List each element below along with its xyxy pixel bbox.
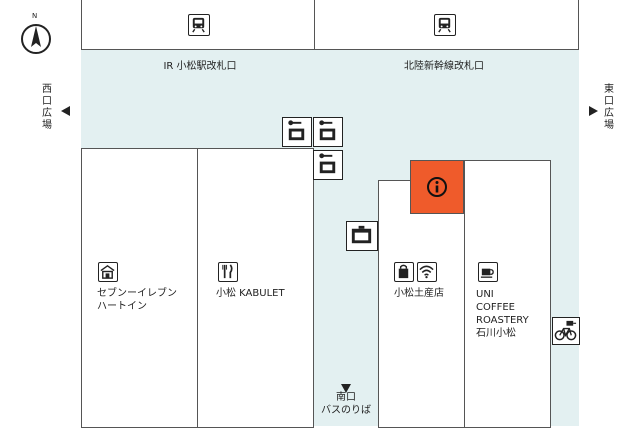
- kabulet-label: 小松 KABULET: [216, 288, 285, 299]
- west-arrow-icon: [61, 101, 70, 120]
- train-icon: [188, 14, 210, 36]
- seven-eleven-label-2: ハートイン: [97, 301, 147, 312]
- coffee-cup-icon: [478, 262, 498, 282]
- uni-coffee-label-2: COFFEE: [476, 302, 515, 313]
- west-exit-label: 西 口 広 場: [42, 84, 52, 131]
- uni-coffee-label-3: ROASTERY: [476, 315, 529, 326]
- train-icon: [434, 14, 456, 36]
- uni-coffee-label-1: UNI: [476, 289, 494, 300]
- wifi-icon: [417, 262, 437, 282]
- ir-gate-label: IR 小松駅改札口: [163, 61, 237, 72]
- coin-locker-icon: [313, 117, 343, 147]
- bicycle-charging-icon: [552, 317, 580, 345]
- shopping-bag-icon: [394, 262, 414, 282]
- south-exit-label-1: 南口: [336, 392, 356, 403]
- compass: N: [18, 12, 54, 58]
- omiyage-shop[interactable]: [378, 180, 465, 428]
- compass-north-label: N: [32, 12, 38, 20]
- kabulet-shop[interactable]: [197, 148, 314, 428]
- uni-coffee-shop[interactable]: [464, 160, 551, 428]
- omiyage-label: 小松土産店: [394, 288, 444, 299]
- coin-locker-icon: [313, 150, 343, 180]
- uni-coffee-label-4: 石川小松: [476, 328, 516, 339]
- south-exit-label-2: バスのりば: [321, 405, 371, 416]
- seven-eleven-label-1: セブンーイレブン: [97, 288, 177, 299]
- coin-locker-icon: [282, 117, 312, 147]
- seven-eleven-shop[interactable]: [81, 148, 198, 428]
- information-icon: [427, 177, 447, 197]
- shinkansen-gate-label: 北陸新幹線改札口: [404, 61, 484, 72]
- coin-locker-icon: [346, 221, 378, 251]
- south-arrow-icon: [341, 378, 351, 397]
- convenience-store-icon: [98, 262, 118, 282]
- restaurant-icon: [218, 262, 238, 282]
- east-exit-label: 東 口 広 場: [604, 84, 614, 131]
- east-arrow-icon: [589, 101, 598, 120]
- north-arrow-icon: [21, 24, 51, 54]
- information-counter[interactable]: [410, 160, 464, 214]
